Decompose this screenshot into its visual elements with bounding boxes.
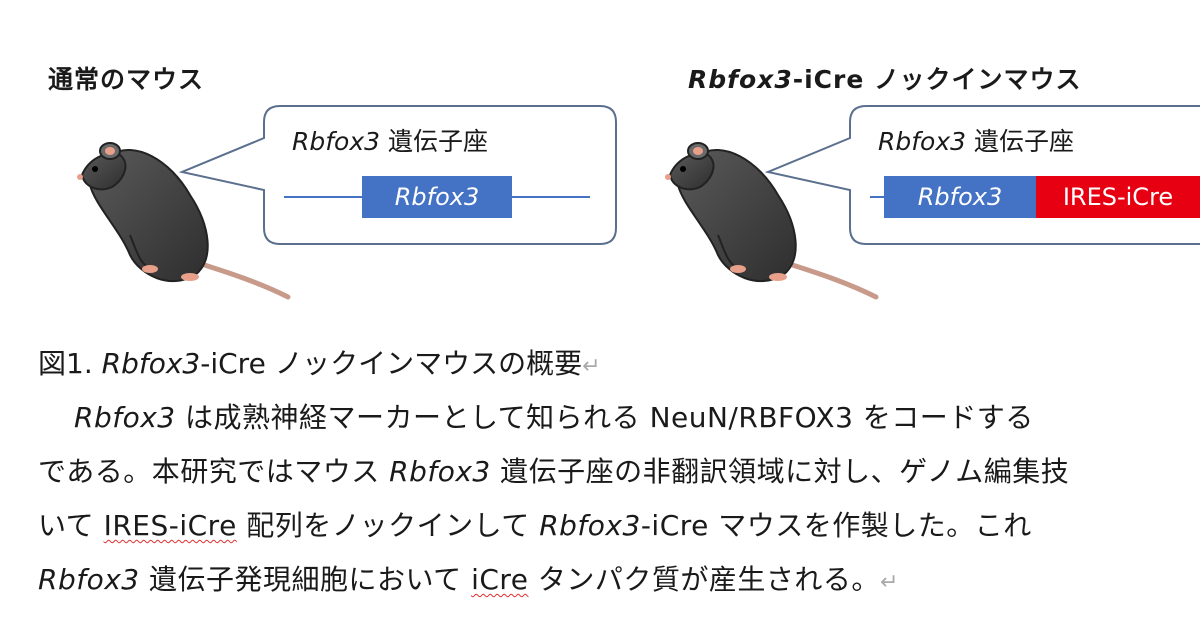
line3-ires: IRES-iCre xyxy=(103,509,237,542)
body-line-1: Rbfox3 は成熟神経マーカーとして知られる NeuN/RBFOX3 をコード… xyxy=(38,396,1034,436)
left-locus-gene: Rbfox3 xyxy=(292,127,381,156)
paragraph-mark: ↵ xyxy=(582,354,601,379)
right-gene-box: Rbfox3 xyxy=(884,176,1036,218)
line2-pre: である。本研究ではマウス xyxy=(38,455,390,488)
line1-text: は成熟神経マーカーとして知られる NeuN/RBFOX3 をコードする xyxy=(175,401,1034,434)
line2-gene: Rbfox3 xyxy=(389,455,491,488)
body-line-3: いて IRES-iCre 配列をノックインして Rbfox3-iCre マウスを… xyxy=(38,504,1032,544)
body-line-2: である。本研究ではマウス Rbfox3 遺伝子座の非翻訳領域に対し、ゲノム編集技 xyxy=(38,450,1069,490)
line4-post: タンパク質が産生される。 xyxy=(528,563,880,596)
left-gene-box: Rbfox3 xyxy=(362,176,512,218)
line4-mid: 遺伝子発現細胞において xyxy=(139,563,472,596)
line3-gene: Rbfox3 xyxy=(539,509,641,542)
right-heading-rest: -iCre ノックインマウス xyxy=(792,65,1082,94)
line4-gene: Rbfox3 xyxy=(38,563,140,596)
right-locus-label: Rbfox3 遺伝子座 xyxy=(878,122,1074,158)
figure-caption: 図1. Rbfox3-iCre ノックインマウスの概要↵ xyxy=(38,342,601,382)
line2-post: 遺伝子座の非翻訳領域に対し、ゲノム編集技 xyxy=(490,455,1070,488)
right-locus-suffix: 遺伝子座 xyxy=(966,127,1074,156)
line3-mid: 配列をノックインして xyxy=(236,509,540,542)
line4-icre: iCre xyxy=(471,563,529,596)
line1-gene: Rbfox3 xyxy=(74,401,176,434)
left-panel-heading: 通常のマウス xyxy=(48,65,205,94)
line3-pre: いて xyxy=(38,509,104,542)
paragraph-mark-end: ↵ xyxy=(879,570,899,595)
right-locus-gene: Rbfox3 xyxy=(878,127,967,156)
caption-prefix: 図1. xyxy=(38,347,102,380)
line3-post: -iCre マウスを作製した。これ xyxy=(640,509,1032,542)
right-panel-heading: Rbfox3-iCre ノックインマウス xyxy=(688,60,1082,96)
left-locus-label: Rbfox3 遺伝子座 xyxy=(292,122,488,158)
mouse-illustration-right xyxy=(665,142,879,300)
left-locus-suffix: 遺伝子座 xyxy=(380,127,488,156)
caption-rest: -iCre ノックインマウスの概要 xyxy=(200,347,583,380)
right-heading-gene: Rbfox3 xyxy=(688,65,793,94)
mouse-illustration-left xyxy=(77,142,291,300)
caption-gene: Rbfox3 xyxy=(101,347,201,380)
body-line-4: Rbfox3 遺伝子発現細胞において iCre タンパク質が産生される。↵ xyxy=(38,558,899,598)
right-insert-box: IRES-iCre xyxy=(1036,176,1200,218)
